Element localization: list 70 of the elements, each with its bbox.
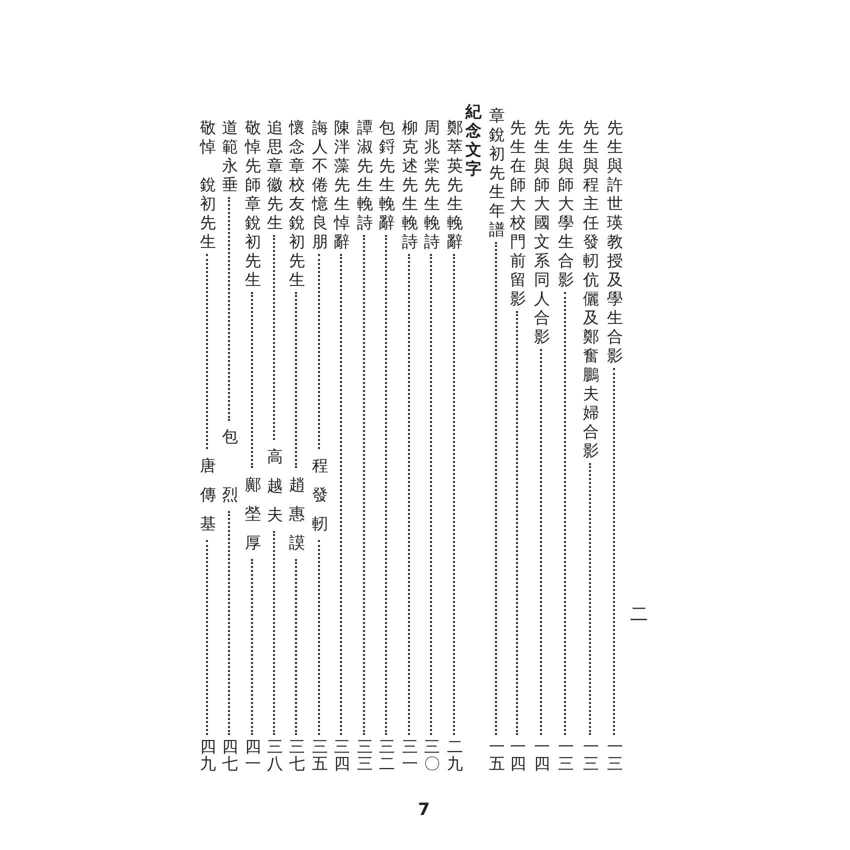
dot-leader: [318, 254, 322, 449]
page-number: 一三: [558, 738, 574, 772]
dot-leader: [408, 254, 412, 735]
toc-entry-title: 先生與許世瑛教授及學生合影: [606, 118, 624, 365]
author-name: 唐傳基: [200, 455, 216, 535]
dot-leader: [340, 254, 344, 735]
toc-entry-title: 道範永垂: [222, 118, 238, 194]
page-number: 三三: [356, 738, 374, 772]
toc-entry-title: 譚淑先生輓詩: [356, 118, 374, 232]
page-number: 三二: [378, 738, 396, 772]
toc-entry-title: 誨人不倦憶良朋: [312, 118, 328, 251]
toc-entry-title: 柳克述先生輓詩: [402, 118, 418, 251]
toc-entry-title: 懷念章校友銳初先生: [288, 118, 306, 289]
page-number: 三四: [334, 738, 350, 772]
folio-number: 二: [630, 605, 647, 624]
page-number: 三一: [402, 738, 418, 772]
page-number: 三〇: [424, 738, 440, 772]
toc-entry-title: 周兆棠先生輓詩: [424, 118, 440, 251]
dot-leader: [273, 235, 277, 440]
author-name: 趙惠謨: [288, 474, 306, 554]
toc-entry-title: 先生與師大學生合影: [558, 118, 574, 289]
dot-leader: [318, 540, 322, 735]
toc-entry-title: 陳泮藻先生悼辭: [334, 118, 350, 251]
dot-leader: [430, 254, 434, 735]
page-number: 一四: [510, 738, 526, 772]
page-number: 二九: [446, 738, 464, 772]
page-number: 一三: [606, 738, 624, 772]
dot-leader: [613, 368, 617, 735]
dot-leader: [206, 540, 210, 735]
page-number: 四九: [200, 738, 216, 772]
toc-entry-title: 追思章徽先生: [266, 118, 284, 232]
author-name: 程發軔: [312, 455, 328, 535]
dot-leader: [540, 349, 544, 735]
page-number: 四一: [244, 738, 262, 772]
page-number: 一五: [488, 738, 506, 772]
toc-entry-title: 先生與師大國文系同人合影: [534, 118, 550, 346]
toc-entry-title: 章銳初先生年譜: [488, 106, 506, 239]
page-number: 三八: [266, 738, 284, 772]
page-number: 四七: [222, 738, 238, 772]
toc-entry-title: 銳初先生: [200, 175, 216, 251]
dot-leader: [295, 292, 299, 468]
dot-leader: [495, 242, 499, 735]
dot-leader: [453, 254, 457, 735]
section-heading: 紀念文字: [465, 102, 482, 178]
dot-leader: [516, 311, 520, 735]
toc-entry-title: 先生在師大校門前留影: [510, 118, 526, 308]
dot-leader: [206, 254, 210, 449]
toc-entry-title: 先生與程主任發軔伉儷及鄭奮鵬夫婦合影: [582, 118, 600, 460]
dot-leader: [228, 197, 232, 421]
dot-leader: [228, 511, 232, 735]
dot-leader: [589, 463, 593, 735]
toc-entry-title: 包鋝先生輓辭: [378, 118, 396, 232]
dot-leader: [385, 235, 389, 735]
toc-entry-title: 鄭萃英先生輓辭: [446, 118, 464, 251]
author-name: 包烈: [222, 426, 238, 506]
toc-entry-title: 敬悼先師章銳初先生: [244, 118, 262, 289]
dot-leader: [273, 530, 277, 735]
page-number: 一三: [582, 738, 600, 772]
dot-leader: [295, 559, 299, 735]
author-name: 鄺塋厚: [244, 474, 262, 554]
dot-leader: [564, 292, 568, 735]
dot-leader: [251, 292, 255, 468]
page-number: 一四: [534, 738, 550, 772]
dot-leader: [363, 235, 367, 735]
page-number: 7: [418, 800, 430, 820]
toc-entry-title: 敬悼: [200, 118, 216, 156]
author-name: 高越夫: [266, 446, 284, 526]
dot-leader: [251, 559, 255, 735]
page-number: 三五: [312, 738, 328, 772]
page-number: 三七: [288, 738, 306, 772]
